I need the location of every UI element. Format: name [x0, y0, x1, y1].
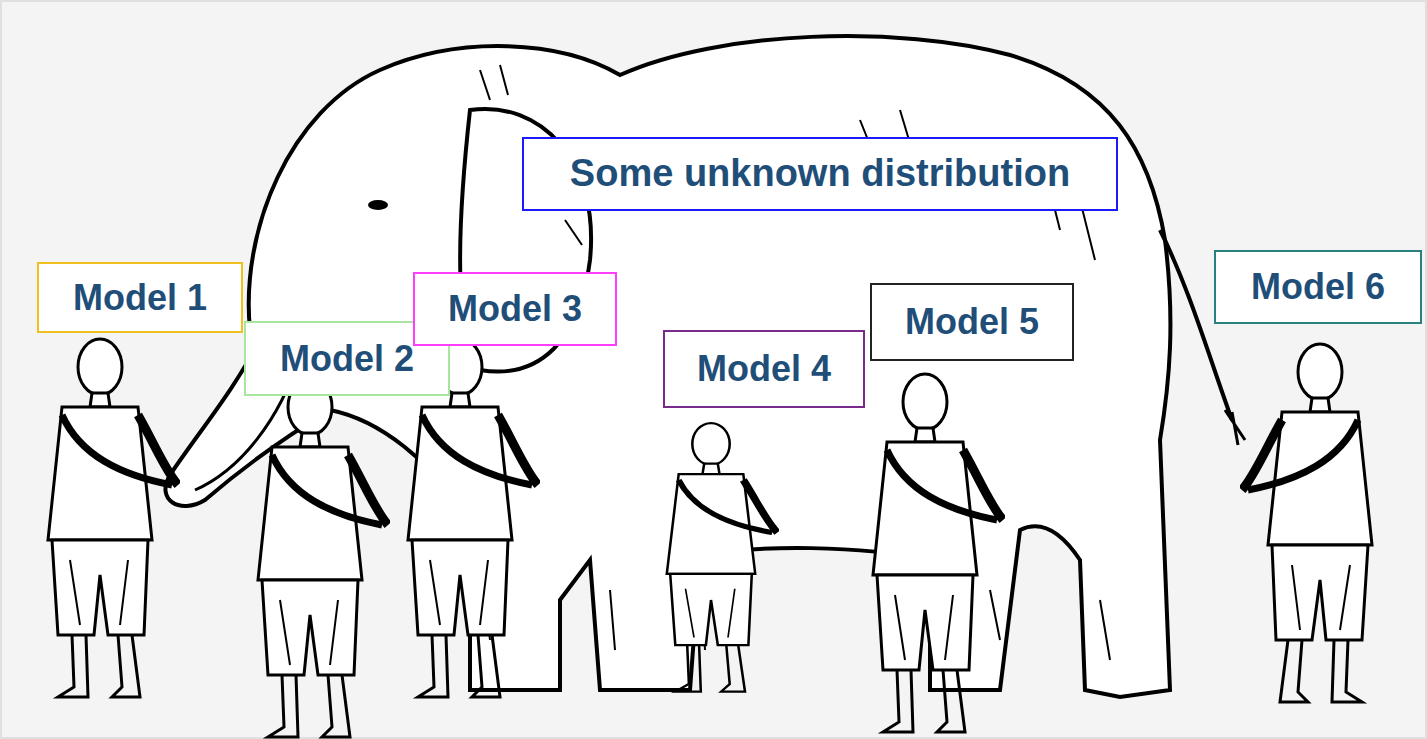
label-text: Some unknown distribution	[570, 153, 1070, 195]
model-label-box: Model 4	[663, 330, 865, 408]
model-label-box: Model 3	[413, 272, 617, 346]
label-text: Model 4	[697, 349, 831, 389]
label-text: Model 6	[1251, 267, 1385, 307]
distribution-label-box: Some unknown distribution	[522, 137, 1118, 211]
model-label-box: Model 1	[37, 262, 243, 333]
label-text: Model 5	[905, 302, 1039, 342]
label-text: Model 1	[73, 278, 207, 318]
model-label-box: Model 5	[870, 283, 1074, 361]
model-label-box: Model 6	[1214, 250, 1422, 324]
label-text: Model 3	[448, 289, 582, 329]
label-text: Model 2	[280, 339, 414, 379]
